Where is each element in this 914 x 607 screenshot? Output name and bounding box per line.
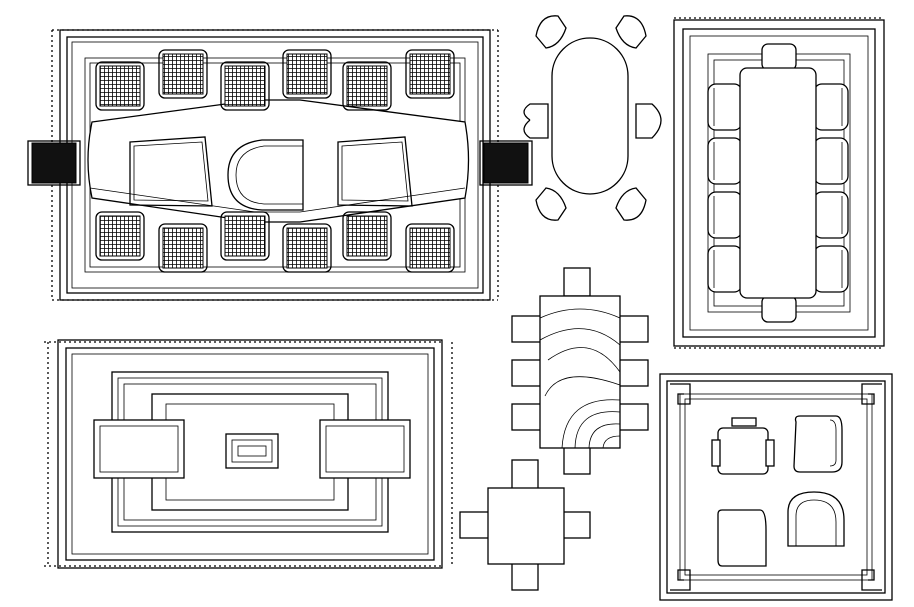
table-center-shapes <box>129 136 413 211</box>
side-chair <box>617 315 649 343</box>
conference-chair <box>220 211 270 261</box>
conference-chair <box>158 223 208 273</box>
side-chair <box>511 315 543 343</box>
sofa-left <box>93 419 185 479</box>
center-table <box>225 433 279 469</box>
side-chair <box>617 403 649 431</box>
sofa-rug-block <box>44 339 453 569</box>
square-table-block <box>459 459 591 591</box>
end-chairs <box>27 140 533 186</box>
lounge-rug-block <box>659 373 893 601</box>
wood-grain <box>539 308 621 449</box>
square-table-top <box>487 487 565 565</box>
conference-chair <box>282 49 332 99</box>
lounge-chairs <box>711 415 845 567</box>
conference-chair <box>282 223 332 273</box>
rect-table-top <box>739 67 817 299</box>
conference-chair <box>405 223 455 273</box>
side-chair <box>707 137 743 185</box>
oval-table-block <box>523 15 662 221</box>
conference-table-top <box>87 99 470 223</box>
conference-chair <box>95 61 145 111</box>
conference-chair <box>95 211 145 261</box>
side-chair <box>813 83 849 131</box>
side-chair <box>707 191 743 239</box>
wood-table-top <box>539 295 621 449</box>
sofa-right <box>319 419 411 479</box>
conference-chair <box>220 61 270 111</box>
rug-fringe-2 <box>674 17 884 349</box>
side-chair <box>617 359 649 387</box>
wood-table-block <box>511 267 649 475</box>
oval-table-top <box>551 37 629 195</box>
side-chair <box>511 403 543 431</box>
oval-table-chairs <box>523 15 662 221</box>
conference-chair <box>342 61 392 111</box>
side-chair <box>813 245 849 293</box>
side-chair <box>813 137 849 185</box>
conference-chair <box>405 49 455 99</box>
conference-chair <box>158 49 208 99</box>
side-chair <box>511 359 543 387</box>
rect-table-block <box>673 17 885 349</box>
conference-table-block <box>27 29 533 301</box>
conference-chair <box>342 211 392 261</box>
side-chair <box>813 191 849 239</box>
rect-table-chairs <box>707 43 849 323</box>
rug-corner-keys <box>670 383 882 591</box>
conference-chairs <box>95 49 455 273</box>
side-chair <box>707 83 743 131</box>
side-chair <box>707 245 743 293</box>
